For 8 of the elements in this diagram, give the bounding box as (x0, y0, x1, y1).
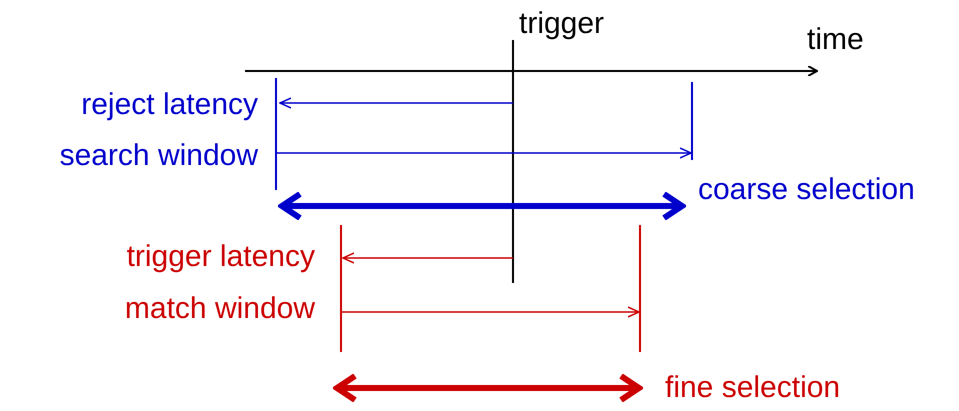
interval-label: match window (124, 292, 315, 326)
interval-label: reject latency (81, 88, 258, 122)
interval-label: coarse selection (698, 173, 915, 207)
interval-label: trigger latency (126, 240, 315, 274)
interval-label: fine selection (665, 371, 840, 405)
axis-label: time (807, 23, 864, 57)
axis-label: trigger (519, 7, 604, 41)
interval-label: search window (60, 139, 258, 173)
